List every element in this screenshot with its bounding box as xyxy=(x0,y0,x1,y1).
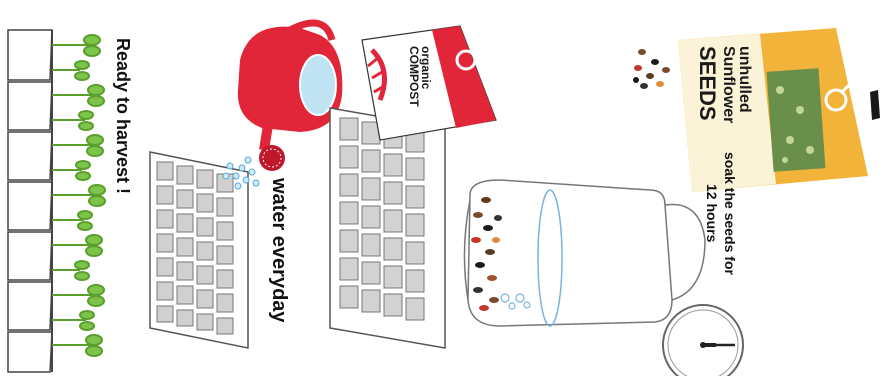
microgreens-icon xyxy=(52,35,105,356)
seed-bag-line3: SEEDS xyxy=(696,46,718,121)
compost-bag-line1: organic xyxy=(420,46,432,89)
watering-can-icon xyxy=(223,23,342,189)
clock-icon xyxy=(663,305,743,376)
seedling-tray-icon xyxy=(330,108,445,348)
soak-caption-line1: soak the seeds for xyxy=(722,152,738,275)
jar-icon xyxy=(464,180,705,326)
water-caption: water everyday xyxy=(267,178,290,323)
watering-tray-icon xyxy=(150,152,248,348)
harvest-tray-cells xyxy=(8,30,52,372)
seed-bag-line1: unhulled xyxy=(736,46,752,113)
compost-bag-line2: COMPOST xyxy=(408,46,420,107)
harvest-caption: Ready to harvest ! xyxy=(112,38,133,194)
loose-seeds xyxy=(633,49,670,89)
soak-caption-line2: 12 hours xyxy=(704,184,720,242)
seed-bag-line2: Sunflower xyxy=(720,46,736,123)
microgreens-tray-icon xyxy=(8,30,105,372)
